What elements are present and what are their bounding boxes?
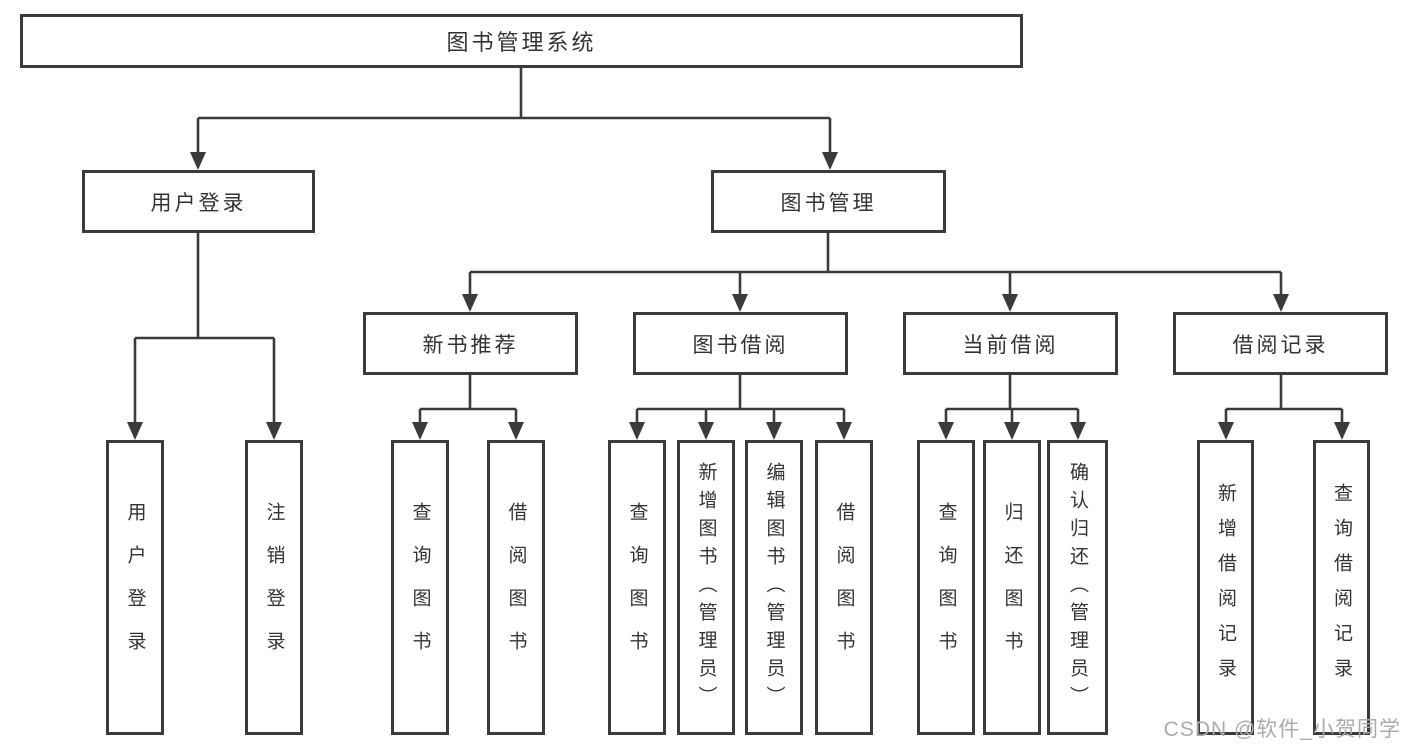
leaf-query-books-borrowing: 查询图书 xyxy=(608,440,666,735)
node-library-management-system: 图书管理系统 xyxy=(20,14,1023,68)
node-label: 查询图书 xyxy=(409,501,431,674)
node-label: 查询图书 xyxy=(626,501,648,674)
node-book-borrowing: 图书借阅 xyxy=(633,312,848,375)
node-label: 借阅记录 xyxy=(1232,333,1329,357)
leaf-query-books-recommend: 查询图书 xyxy=(391,440,449,735)
leaf-return-book: 归还图书 xyxy=(983,440,1041,735)
leaf-borrow-books: 借阅图书 xyxy=(815,440,873,735)
tree-edges xyxy=(133,68,1344,422)
node-new-book-recommend: 新书推荐 xyxy=(363,312,578,375)
leaf-logout: 注销登录 xyxy=(245,440,303,735)
leaf-query-books-current: 查询图书 xyxy=(917,440,975,735)
node-current-borrowing: 当前借阅 xyxy=(903,312,1118,375)
leaf-query-borrow-record: 查询借阅记录 xyxy=(1313,440,1370,735)
node-borrow-records: 借阅记录 xyxy=(1173,312,1388,375)
node-label: 新增借阅记录 xyxy=(1215,482,1236,693)
node-label: 新书推荐 xyxy=(422,333,519,357)
node-label: 借阅图书 xyxy=(833,501,855,674)
node-label: 图书管理 xyxy=(780,191,877,215)
leaf-borrow-books-recommend: 借阅图书 xyxy=(487,440,545,735)
leaf-user-login: 用户登录 xyxy=(106,440,164,735)
arrowheads xyxy=(127,152,1350,440)
leaf-add-borrow-record: 新增借阅记录 xyxy=(1197,440,1254,735)
node-label: 当前借阅 xyxy=(962,333,1059,357)
node-label: 编辑图书（管理员） xyxy=(763,461,785,714)
node-label: 图书借阅 xyxy=(692,333,789,357)
leaf-confirm-return-admin: 确认归还（管理员） xyxy=(1047,440,1108,735)
node-label: 注销登录 xyxy=(263,501,285,674)
node-label: 查询借阅记录 xyxy=(1331,482,1352,693)
node-book-management: 图书管理 xyxy=(711,170,946,233)
leaf-edit-book-admin: 编辑图书（管理员） xyxy=(745,440,803,735)
node-label: 新增图书（管理员） xyxy=(695,461,717,714)
node-label: 查询图书 xyxy=(935,501,957,674)
node-label: 图书管理系统 xyxy=(446,30,597,55)
node-label: 用户登录 xyxy=(150,191,247,215)
node-label: 用户登录 xyxy=(124,501,146,674)
leaf-add-book-admin: 新增图书（管理员） xyxy=(677,440,735,735)
node-user-login: 用户登录 xyxy=(82,170,315,233)
watermark: CSDN @软件_小贺同学 xyxy=(1163,718,1401,741)
node-label: 借阅图书 xyxy=(505,501,527,674)
node-label: 确认归还（管理员） xyxy=(1067,461,1088,714)
node-label: 归还图书 xyxy=(1001,501,1023,674)
